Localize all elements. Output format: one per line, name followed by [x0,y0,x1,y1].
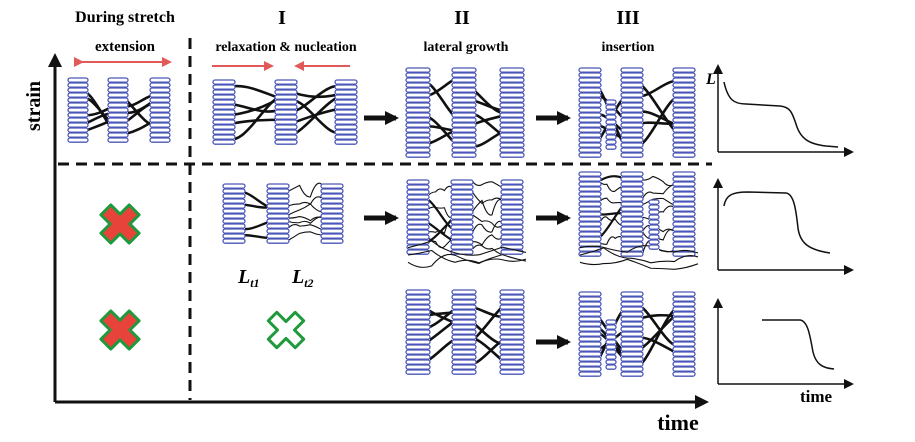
lamella-stack [620,291,644,380]
lamella-stack [451,289,477,378]
inserted-lamella [605,99,617,150]
lamella-stack [107,77,129,146]
lamella-stack [672,291,696,380]
lamella-stack [405,67,431,158]
lamella-stack [274,79,298,146]
lamella-stack [578,67,602,158]
lamella-stack [672,67,696,158]
cross-icon [99,309,141,351]
panel-insertion-row1 [578,67,696,158]
lamella-stack [266,183,290,246]
stage-i-numeral: I [278,7,286,29]
lamella-stack [149,77,171,146]
lamella-stack [406,179,430,256]
lamella-stack [578,291,602,380]
inserted-lamellae [648,199,660,250]
lamella-stack [222,183,246,246]
svg-text:Lt2: Lt2 [291,266,314,290]
lt1-main: L [237,266,250,288]
extension-label: extension [95,39,156,55]
stage-iii-numeral: III [616,7,640,29]
inset-time-label: time [800,387,833,406]
cross-icon [99,203,141,245]
panel-extension [67,77,171,146]
time-axis-label: time [657,410,699,435]
relaxed-chains [407,240,527,268]
lamella-stack [672,171,696,257]
lt2-label: Lt2 [291,266,314,290]
lamella-stack [451,67,477,158]
during-stretch-label: During stretch [75,9,175,26]
cross-outline-icon [266,310,306,350]
lamella-stack [450,179,474,256]
inset-plot-3: time [713,298,854,406]
panel-lateral-row1 [405,67,525,158]
inset-plot-2 [713,178,854,275]
inserted-lamellae [605,319,617,372]
lamella-stack [405,289,431,378]
panel-insertion-row3 [578,291,696,380]
lt1-sub: t1 [250,276,259,290]
lamella-stack [500,179,524,256]
lamella-stack [499,289,525,378]
inset-L-label: L [705,71,716,88]
lamella-stack [212,79,236,146]
panel-lateral-row3 [405,289,525,378]
lamella-stack [334,79,358,146]
stage-iii-label: insertion [602,40,655,55]
lamella-stack [499,67,525,158]
panel-relaxation-row1 [212,79,358,146]
inset-curve-1 [723,81,839,148]
strain-axis-label: strain [23,81,45,131]
lt1-label: Lt1 [237,266,260,290]
panel-nucleation-row2 [222,182,344,247]
inserted-lamellae [605,99,617,150]
inset-plot-1: L [705,64,854,157]
stage-i-label: relaxation & nucleation [215,40,357,55]
stage-ii-label: lateral growth [424,40,509,55]
inserted-lamella [605,319,617,372]
lamella-stack [620,171,644,257]
svg-text:Lt1: Lt1 [237,266,260,290]
lamella-stack [320,183,344,246]
lt2-main: L [291,266,304,288]
panel-insertion-row2 [578,171,699,270]
inset-curve-3 [762,319,835,370]
panel-lateral-row2 [406,179,527,268]
lamella-stack [620,67,644,158]
relaxed-chains [579,245,699,270]
lamella-stack [578,171,602,257]
lt2-sub: t2 [304,276,313,290]
inserted-lamella [648,199,660,250]
inset-curve-2 [723,191,831,254]
lamellae-schematics [67,67,699,380]
lamella-stack [67,77,89,146]
stage-ii-numeral: II [454,7,470,29]
